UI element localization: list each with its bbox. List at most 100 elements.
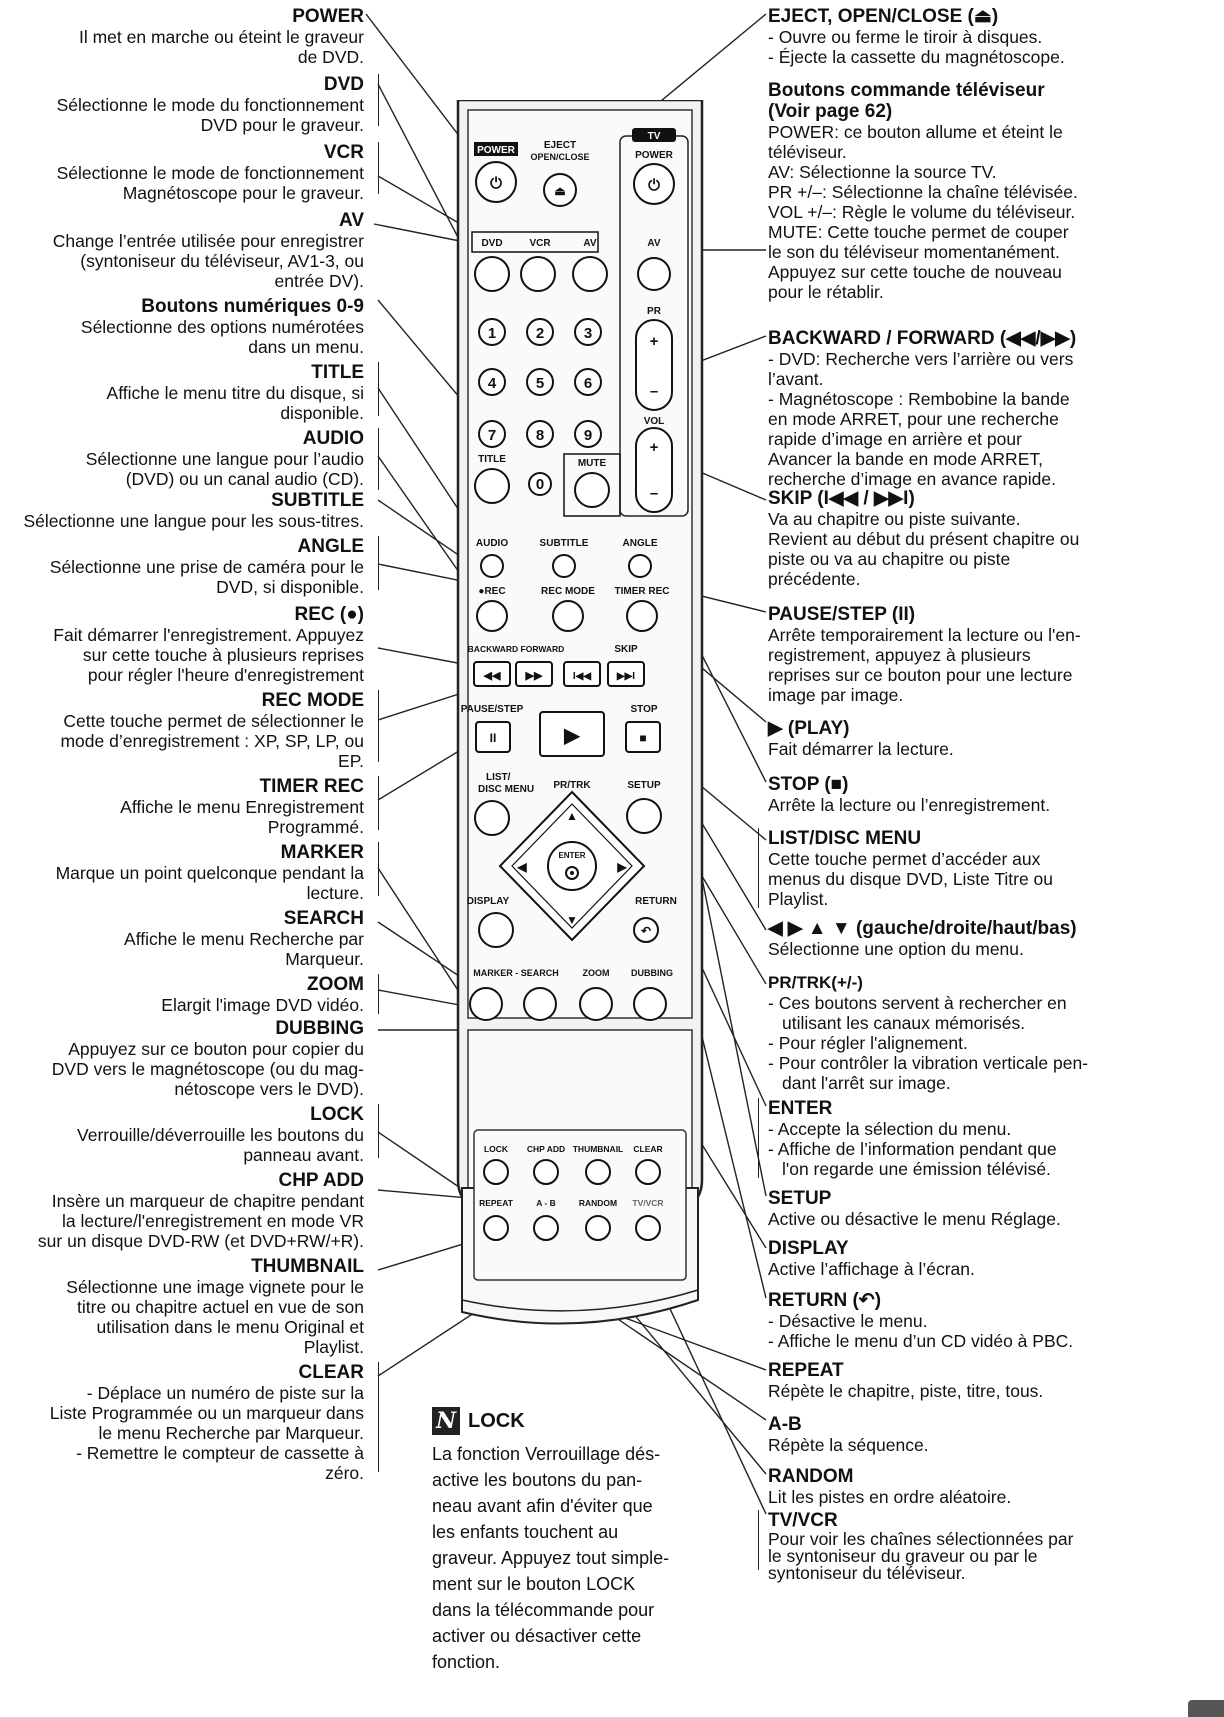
svg-text:PR: PR — [647, 306, 662, 317]
backward-icon: ◀◀ — [483, 670, 501, 682]
bracket-line — [378, 428, 379, 490]
eject-button[interactable] — [543, 173, 577, 207]
tv-av-button[interactable] — [637, 257, 671, 291]
digit-7-button[interactable] — [478, 420, 506, 448]
clear-button[interactable] — [635, 1159, 661, 1185]
svg-text:CLEAR: CLEAR — [633, 1144, 662, 1154]
svg-text:STOP: STOP — [630, 704, 657, 715]
svg-text:RETURN: RETURN — [635, 896, 677, 907]
tv-power-button[interactable] — [633, 163, 675, 205]
marker-button[interactable] — [469, 987, 503, 1021]
svg-text:LOCK: LOCK — [484, 1144, 509, 1154]
left-arrow-icon[interactable]: ◀ — [516, 860, 527, 874]
svg-text:AV: AV — [647, 238, 660, 249]
tv-vcr-button[interactable] — [635, 1215, 661, 1241]
digit-8-button[interactable] — [526, 420, 554, 448]
svg-text:AV: AV — [583, 238, 596, 249]
subtitle-button[interactable] — [552, 554, 576, 578]
vcr-button[interactable] — [520, 256, 556, 292]
digit-9-button[interactable] — [574, 420, 602, 448]
svg-text:5: 5 — [536, 375, 544, 392]
av-button[interactable] — [572, 256, 608, 292]
forward-button[interactable] — [515, 661, 553, 687]
zoom-button[interactable] — [579, 987, 613, 1021]
digit-3-button[interactable] — [574, 318, 602, 346]
svg-text:●REC: ●REC — [478, 586, 505, 597]
thumbnail-button[interactable] — [585, 1159, 611, 1185]
repeat-button[interactable] — [483, 1215, 509, 1241]
chp-add-button[interactable] — [533, 1159, 559, 1185]
bracket-line — [758, 828, 759, 908]
bracket-line — [758, 1510, 759, 1570]
lock-button[interactable] — [483, 1159, 509, 1185]
play-button[interactable] — [539, 711, 605, 757]
skip-forward-button[interactable] — [607, 661, 645, 687]
ab-button[interactable] — [533, 1215, 559, 1241]
enter-icon — [565, 866, 579, 880]
digit-6-button[interactable] — [574, 368, 602, 396]
title-button[interactable] — [474, 468, 510, 504]
pr-rocker[interactable] — [635, 319, 673, 411]
svg-text:POWER: POWER — [635, 150, 674, 161]
svg-text:2: 2 — [536, 325, 544, 342]
down-arrow-icon[interactable]: ▼ — [566, 913, 578, 927]
digit-4-button[interactable] — [478, 368, 506, 396]
svg-text:TV/VCR: TV/VCR — [632, 1198, 663, 1208]
svg-text:SKIP: SKIP — [614, 644, 638, 655]
minus-icon: – — [650, 383, 658, 400]
return-button[interactable] — [633, 917, 659, 943]
desc-backward-forward: BACKWARD / FORWARD (◀◀/▶▶)- DVD: Recherc… — [768, 328, 1077, 489]
power-button[interactable] — [475, 161, 517, 203]
up-arrow-icon[interactable]: ▲ — [566, 809, 578, 823]
timer-rec-button[interactable] — [626, 600, 658, 632]
digit-1-button[interactable] — [478, 318, 506, 346]
svg-text:3: 3 — [584, 325, 592, 342]
dvd-button[interactable] — [474, 256, 510, 292]
dubbing-button[interactable] — [633, 987, 667, 1021]
digit-keypad: 1 2 3 4 5 6 7 8 9 0 — [478, 318, 602, 496]
note-icon: N — [432, 1407, 460, 1435]
bracket-line — [378, 74, 379, 126]
setup-button[interactable] — [626, 798, 662, 834]
desc-rec: REC (●)Fait démarrer l'enregistrement. A… — [53, 604, 364, 685]
digit-0-button[interactable] — [528, 472, 552, 496]
rec-button[interactable] — [476, 600, 508, 632]
random-button[interactable] — [585, 1215, 611, 1241]
svg-text:DISPLAY: DISPLAY — [467, 896, 510, 907]
vol-rocker[interactable] — [635, 427, 673, 513]
digit-5-button[interactable] — [526, 368, 554, 396]
svg-text:ENTER: ENTER — [558, 851, 585, 860]
desc-pause-step: PAUSE/STEP (II)Arrête temporairement la … — [768, 604, 1081, 705]
search-button[interactable] — [523, 987, 557, 1021]
display-button[interactable] — [478, 912, 514, 948]
bracket-line — [378, 536, 379, 590]
right-arrow-icon[interactable]: ▶ — [616, 860, 627, 874]
bracket-line — [378, 1362, 379, 1472]
svg-text:LIST/: LIST/ — [486, 772, 511, 783]
mute-button[interactable] — [574, 472, 610, 508]
backward-button[interactable] — [473, 661, 511, 687]
stop-button[interactable] — [625, 721, 661, 753]
list-disc-menu-button[interactable] — [474, 800, 510, 836]
rec-mode-button[interactable] — [552, 600, 584, 632]
angle-button[interactable] — [628, 554, 652, 578]
desc-return: RETURN (↶)- Désactive le menu.- Affiche … — [768, 1290, 1074, 1351]
desc-skip: SKIP (I◀◀ / ▶▶I)Va au chapitre ou piste … — [768, 488, 1080, 589]
audio-button[interactable] — [480, 554, 504, 578]
pause-button[interactable] — [475, 721, 511, 753]
digit-2-button[interactable] — [526, 318, 554, 346]
svg-text:1: 1 — [488, 325, 496, 342]
svg-text:ANGLE: ANGLE — [623, 538, 658, 549]
skip-back-button[interactable] — [563, 661, 601, 687]
